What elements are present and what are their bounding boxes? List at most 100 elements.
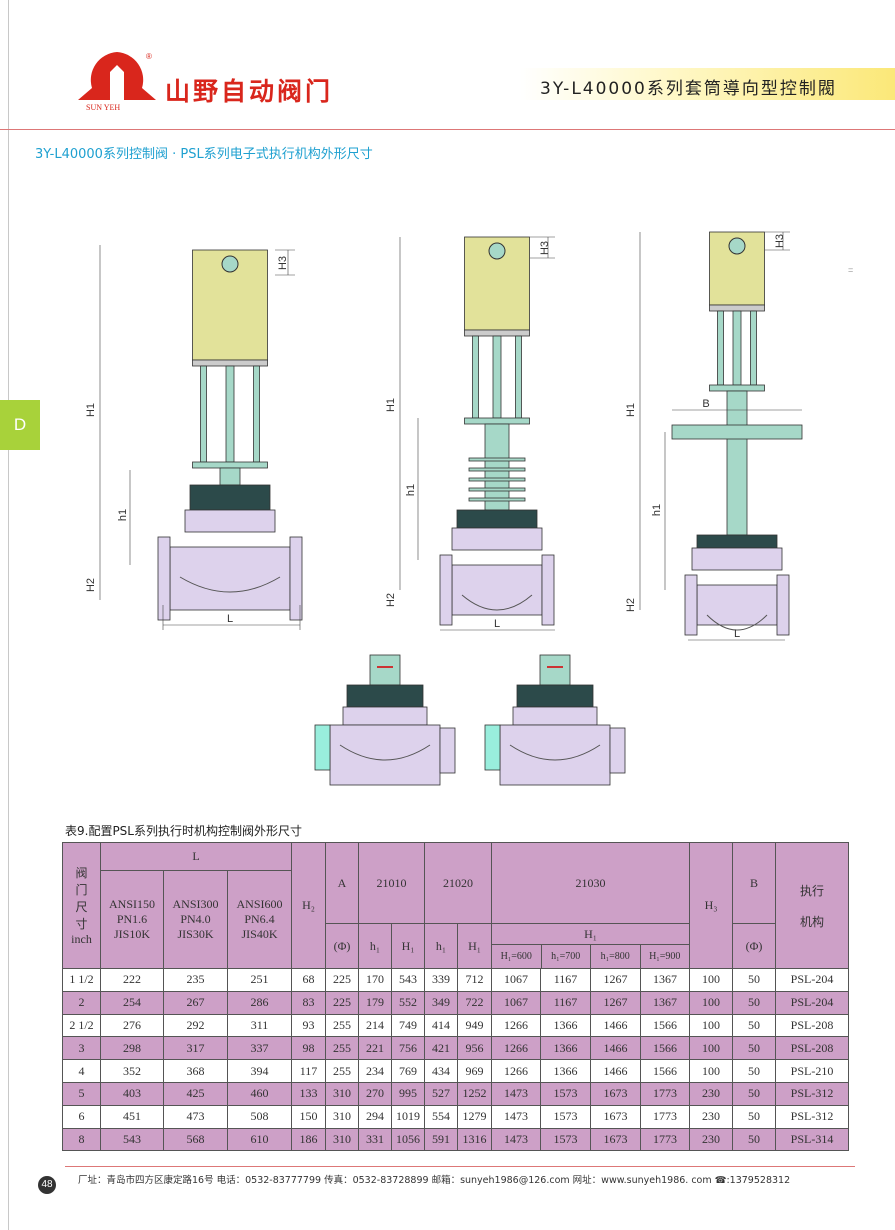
footer-divider <box>65 1166 855 1167</box>
body-neck <box>691 547 783 571</box>
table-cell: 1473 <box>491 1081 541 1106</box>
table-cell: 451 <box>100 1104 164 1129</box>
table-cell: 50 <box>732 1127 776 1152</box>
table-cell: 214 <box>358 1013 392 1038</box>
actuator-plate <box>464 329 530 337</box>
header-21010: 21010 <box>358 842 425 924</box>
table-cell: 1573 <box>540 1081 591 1106</box>
valve-body <box>696 584 778 626</box>
table-cell: 230 <box>689 1081 733 1106</box>
section-subtitle: 3Y-L40000系列控制阀 · PSL系列电子式执行机构外形尺寸 <box>35 147 373 162</box>
table-cell: 230 <box>689 1104 733 1129</box>
side-mark: = <box>848 265 854 275</box>
table-cell: 235 <box>163 968 228 992</box>
header-21020: 21020 <box>424 842 492 924</box>
table-cell: 225 <box>325 990 359 1015</box>
table-cell: 1167 <box>540 968 591 992</box>
table-cell: 1466 <box>590 1013 641 1038</box>
table-cell: 225 <box>325 968 359 992</box>
header-21030: 21030 <box>491 842 690 924</box>
body-contour <box>509 744 601 761</box>
weld-end <box>484 724 501 771</box>
yoke-base <box>709 384 765 392</box>
table-caption: 表9.配置PSL系列执行时机构控制阀外形尺寸 <box>65 824 302 838</box>
table-cell: 50 <box>732 1036 776 1061</box>
dimension-label-L: L <box>227 613 233 625</box>
valve-body <box>169 546 291 611</box>
table-cell: 100 <box>689 1036 733 1061</box>
dimension-label-H2: H2 <box>625 598 637 612</box>
table-cell: 100 <box>689 1059 733 1083</box>
table-cell: 1573 <box>540 1104 591 1129</box>
table-cell: 956 <box>457 1036 492 1061</box>
table-cell: 294 <box>358 1104 392 1129</box>
dimension-label-H1: H1 <box>85 403 97 417</box>
registered-mark: ® <box>146 52 152 61</box>
body-neck <box>512 706 598 726</box>
table-cell: 100 <box>689 968 733 992</box>
dimension-label-L: L <box>734 628 740 640</box>
table-cell: PSL-204 <box>775 968 849 992</box>
series-title: 3Y-L40000系列套筒導向型控制閥 <box>540 79 837 99</box>
extension <box>484 423 510 511</box>
flange <box>157 536 171 621</box>
yoke-post <box>717 310 724 386</box>
table-cell: 310 <box>325 1104 359 1129</box>
header-h1: h₁ <box>358 923 392 969</box>
mounting-plate <box>671 424 803 440</box>
table-cell: 4 <box>62 1059 101 1083</box>
brand-name-en: SUN YEH <box>86 103 121 112</box>
header-B: B <box>732 842 776 924</box>
table-cell: 543 <box>391 968 425 992</box>
column <box>726 390 748 536</box>
table-cell: 1367 <box>640 968 690 992</box>
margin-line <box>8 0 9 1230</box>
weld-end <box>439 727 456 774</box>
header-A: A <box>325 842 359 924</box>
body-contour <box>706 614 768 631</box>
weld-end <box>609 727 626 774</box>
dimension-label-H2: H2 <box>385 593 397 607</box>
table-cell: 254 <box>100 990 164 1015</box>
dimension-label-H1: H1 <box>385 398 397 412</box>
table-cell: 527 <box>424 1081 458 1106</box>
table-cell: 1573 <box>540 1127 591 1152</box>
dimension-label-H3: H3 <box>774 234 786 248</box>
table-cell: 1473 <box>491 1127 541 1152</box>
table-cell: 6 <box>62 1104 101 1129</box>
table-cell: 1167 <box>540 990 591 1015</box>
table-cell: 460 <box>227 1081 292 1106</box>
table-cell: 712 <box>457 968 492 992</box>
flange <box>289 536 303 621</box>
table-cell: 179 <box>358 990 392 1015</box>
flange <box>776 574 790 636</box>
table-cell: 368 <box>163 1059 228 1083</box>
actuator-plate <box>709 304 765 312</box>
table-cell: 50 <box>732 1059 776 1083</box>
table-cell: 317 <box>163 1036 228 1061</box>
table-cell: PSL-312 <box>775 1081 849 1106</box>
header-sub: h₁=800 <box>591 945 641 968</box>
table-cell: 292 <box>163 1013 228 1038</box>
yoke-post <box>750 310 757 386</box>
table-cell: 222 <box>100 968 164 992</box>
table-cell: 170 <box>358 968 392 992</box>
cooling-fin <box>468 457 526 462</box>
cooling-fin <box>468 467 526 472</box>
table-cell: 1067 <box>491 968 541 992</box>
body-neck <box>451 527 543 551</box>
dimension-label-H3: H3 <box>277 256 289 270</box>
table-cell: 1566 <box>640 1013 690 1038</box>
table-cell: 769 <box>391 1059 425 1083</box>
table-cell: 3 <box>62 1036 101 1061</box>
flange <box>541 554 555 626</box>
table-cell: 8 <box>62 1127 101 1152</box>
table-cell: PSL-204 <box>775 990 849 1015</box>
header-A-unit: (Φ) <box>325 923 359 969</box>
table-cell: 1266 <box>491 1013 541 1038</box>
